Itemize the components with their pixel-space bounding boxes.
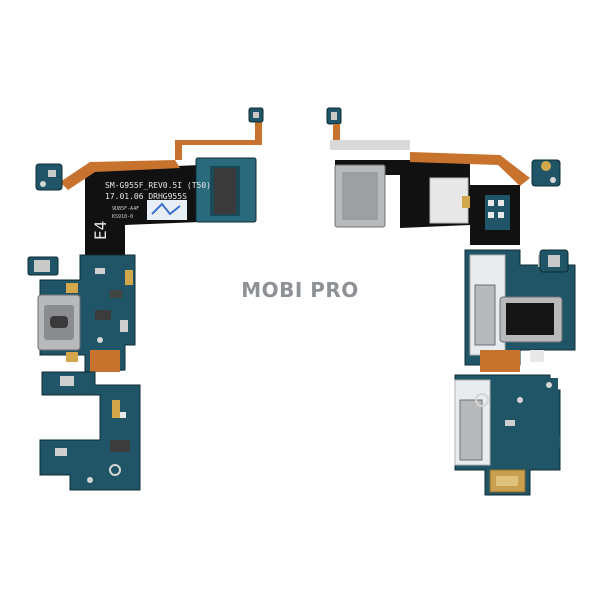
flex-small-label-1: 9U85F-A4F bbox=[112, 206, 139, 212]
flex-date-text: 17.01.06 DRHG955S bbox=[105, 192, 187, 201]
flex-small-label-2: KS910-0 bbox=[112, 214, 133, 220]
flex-code-text: E4 bbox=[91, 221, 110, 240]
flex-cable bbox=[85, 165, 200, 268]
watermark-text: MOBI PRO bbox=[241, 278, 359, 302]
flex-model-text: SM-G955F_REV0.5I (T50) bbox=[105, 181, 211, 190]
